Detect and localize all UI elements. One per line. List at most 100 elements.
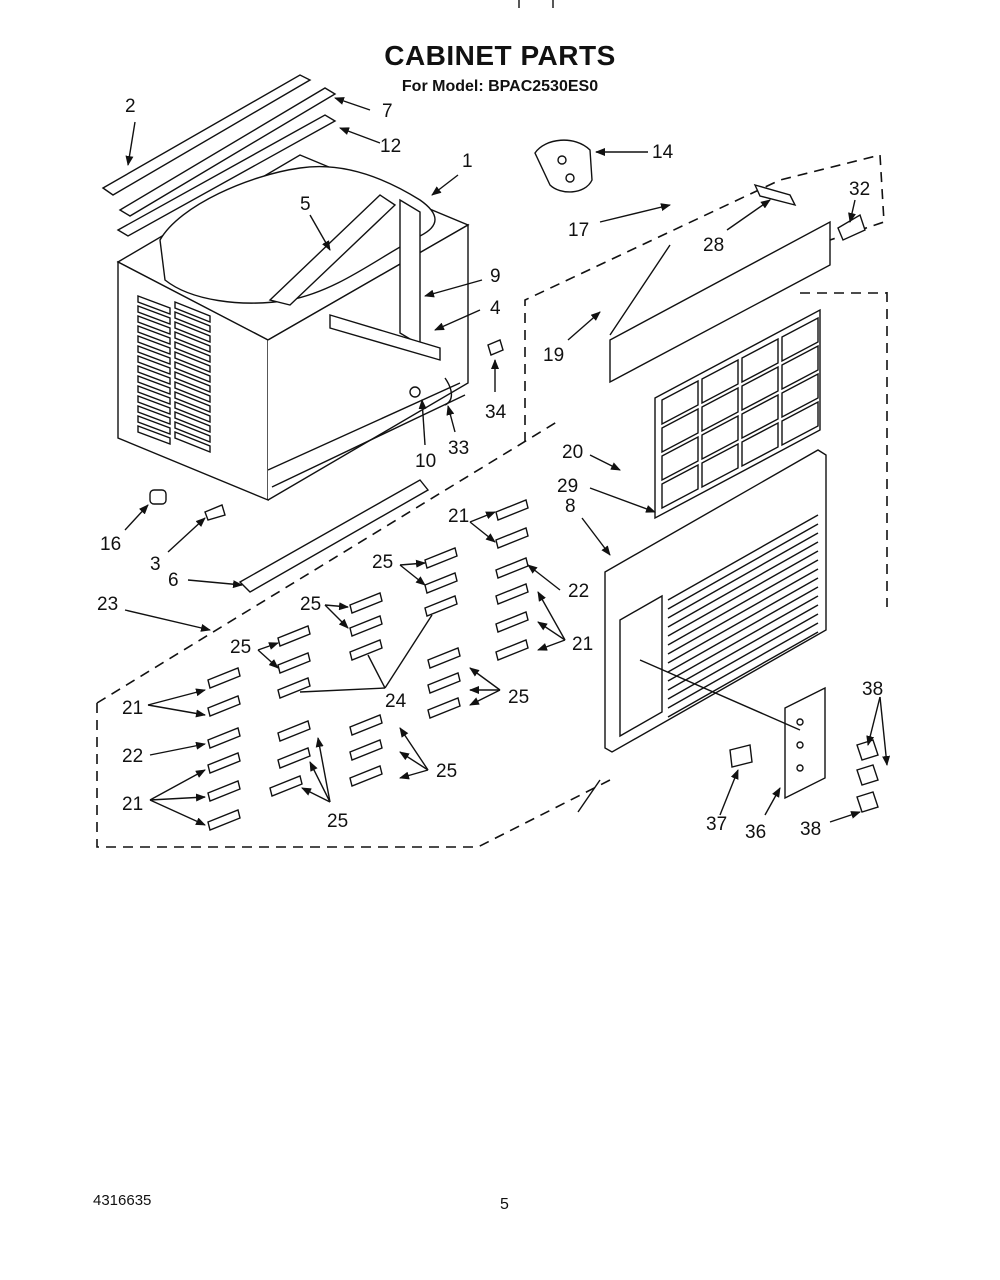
document-number: 4316635 bbox=[93, 1192, 152, 1209]
vane-piece bbox=[349, 739, 383, 761]
vane-piece bbox=[424, 572, 458, 594]
louver-slat bbox=[174, 380, 211, 404]
filter-mesh-cell bbox=[701, 386, 739, 433]
callout-labels: 2 7 12 1 5 9 4 34 10 33 14 17 28 32 19 2… bbox=[97, 96, 883, 843]
filter-mesh-cell bbox=[661, 435, 699, 482]
vane-piece bbox=[277, 720, 311, 742]
filter-mesh-cell bbox=[781, 316, 819, 363]
louver-slat bbox=[137, 424, 171, 446]
grille-slat bbox=[667, 622, 819, 709]
filter-mesh-cell bbox=[701, 442, 739, 489]
louver-slat bbox=[174, 420, 211, 444]
callout-1: 1 bbox=[462, 151, 473, 172]
vane-piece bbox=[427, 672, 461, 694]
louver-slat bbox=[174, 430, 211, 454]
part-29-filter bbox=[654, 308, 821, 520]
louver-slat bbox=[137, 404, 171, 426]
callout-10: 10 bbox=[415, 451, 436, 472]
small-hardware bbox=[149, 339, 504, 593]
grille-slat bbox=[667, 604, 819, 691]
louver-slat bbox=[174, 410, 211, 434]
front-grille-kit-boundary bbox=[524, 153, 888, 607]
filter-mesh-cell bbox=[741, 365, 779, 412]
grille-slat bbox=[667, 586, 819, 673]
callout-19: 19 bbox=[543, 345, 564, 366]
vane-kit-boundary bbox=[96, 419, 611, 848]
top-edge-ticks bbox=[518, 0, 554, 8]
vane-piece bbox=[495, 583, 529, 605]
callout-25-f: 25 bbox=[327, 811, 348, 832]
callout-5: 5 bbox=[300, 194, 311, 215]
filter-mesh-cell bbox=[781, 372, 819, 419]
grille-slat bbox=[667, 514, 819, 601]
vane-piece bbox=[349, 615, 383, 637]
callout-8: 8 bbox=[565, 496, 576, 517]
callout-25-b: 25 bbox=[300, 594, 321, 615]
callout-20: 20 bbox=[562, 442, 583, 463]
callout-14: 14 bbox=[652, 142, 674, 163]
vane-piece bbox=[207, 752, 241, 774]
vane-piece bbox=[349, 639, 383, 661]
page-title: CABINET PARTS bbox=[384, 40, 616, 71]
grille-slat bbox=[667, 631, 819, 718]
callout-37: 37 bbox=[706, 814, 727, 835]
louver-slat bbox=[174, 340, 211, 364]
callout-21-top: 21 bbox=[448, 506, 469, 527]
callout-32: 32 bbox=[849, 179, 870, 200]
callout-25-a: 25 bbox=[372, 552, 393, 573]
grille-slat bbox=[667, 541, 819, 628]
callout-36: 36 bbox=[745, 822, 766, 843]
louver-slat bbox=[137, 314, 171, 336]
callout-25-c: 25 bbox=[230, 637, 251, 658]
callout-29: 29 bbox=[557, 476, 578, 497]
vane-piece bbox=[277, 652, 311, 674]
louver-slat bbox=[174, 350, 211, 374]
vane-piece bbox=[207, 780, 241, 802]
louver-slat bbox=[137, 324, 171, 346]
callout-4: 4 bbox=[490, 298, 501, 319]
vane-piece bbox=[207, 809, 241, 831]
callout-9: 9 bbox=[490, 266, 501, 287]
cabinet-louvers bbox=[137, 294, 211, 454]
louver-slat bbox=[137, 344, 171, 366]
louver-slat bbox=[174, 330, 211, 354]
grille-slat bbox=[667, 559, 819, 646]
louver-slat bbox=[137, 384, 171, 406]
filter-mesh-cell bbox=[661, 379, 699, 426]
callout-6: 6 bbox=[168, 570, 179, 591]
vane-piece bbox=[349, 592, 383, 614]
louver-slat bbox=[137, 354, 171, 376]
filter-mesh-cell bbox=[701, 358, 739, 405]
louver-slat bbox=[137, 364, 171, 386]
vane-pieces bbox=[207, 499, 529, 831]
callout-38-bottom: 38 bbox=[800, 819, 821, 840]
grille-slat bbox=[667, 577, 819, 664]
filter-mesh-cell bbox=[741, 393, 779, 440]
louver-slat bbox=[137, 294, 171, 316]
callout-25-e: 25 bbox=[436, 761, 457, 782]
callout-25-d: 25 bbox=[508, 687, 529, 708]
grille-slat bbox=[667, 595, 819, 682]
leader-arrows bbox=[124, 97, 891, 826]
callout-38-top: 38 bbox=[862, 679, 883, 700]
grille-slat bbox=[667, 532, 819, 619]
louver-slat bbox=[137, 414, 171, 436]
vane-piece bbox=[277, 625, 311, 647]
callout-24: 24 bbox=[385, 691, 407, 712]
vane-piece bbox=[207, 667, 241, 689]
filter-mesh-cell bbox=[781, 400, 819, 447]
vane-piece bbox=[495, 527, 529, 549]
vane-piece bbox=[427, 697, 461, 719]
vane-piece bbox=[424, 595, 458, 617]
vane-piece bbox=[427, 647, 461, 669]
louver-slat bbox=[174, 360, 211, 384]
louver-slat bbox=[137, 374, 171, 396]
louver-slat bbox=[137, 394, 171, 416]
vane-piece bbox=[277, 677, 311, 699]
grille-slat bbox=[667, 550, 819, 637]
callout-21-left-a: 21 bbox=[122, 698, 143, 719]
callout-12: 12 bbox=[380, 136, 401, 157]
top-strip-parts bbox=[101, 74, 337, 237]
callout-7: 7 bbox=[382, 101, 393, 122]
